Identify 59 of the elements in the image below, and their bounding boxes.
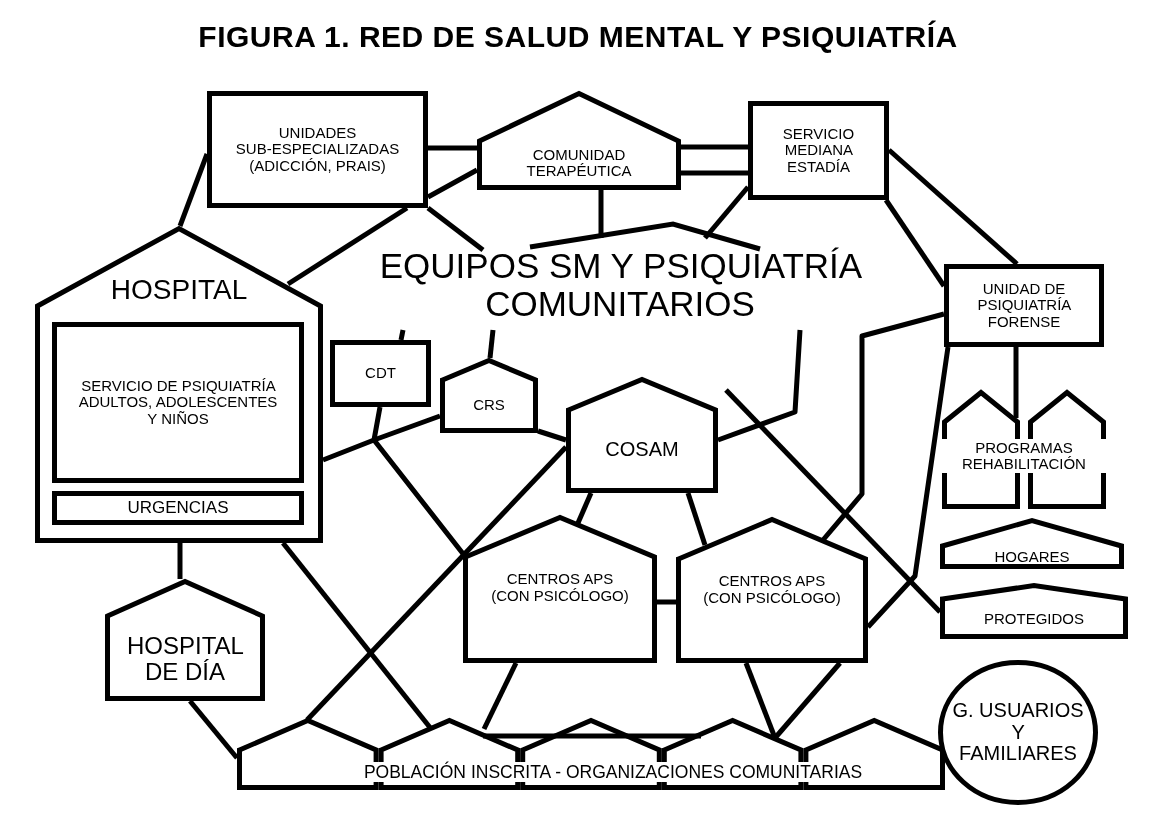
house-shape: [477, 91, 681, 190]
house-shape: [105, 579, 265, 701]
house-shape: [440, 358, 538, 433]
connector-line: [821, 311, 945, 542]
diagram-title: FIGURA 1. RED DE SALUD MENTAL Y PSIQUIATRÍA: [198, 20, 958, 53]
connector-line: [887, 148, 1019, 266]
connector-line: [1013, 347, 1019, 418]
node-label: UNIDAD DE PSIQUIATRÍA FORENSE: [976, 281, 1072, 330]
node-label: CRS: [473, 396, 505, 414]
process-box: [52, 491, 304, 525]
connector-line: [703, 185, 750, 240]
node-label: UNIDADES SUB-ESPECIALIZADAS (ADICCIÓN, PRAIS): [234, 125, 401, 174]
house-shape: [676, 517, 868, 663]
connector-line: [428, 145, 477, 151]
node-label: G. USUARIOS Y FAMILIARES: [952, 700, 1084, 765]
connector-line: [322, 413, 441, 463]
node-label: CENTROS APS (CON PSICÓLOGO): [702, 573, 842, 606]
node-label: COSAM: [605, 439, 679, 461]
house-shape: [463, 515, 657, 663]
connector-line: [305, 445, 568, 722]
process-box: [330, 340, 431, 407]
process-box: [207, 91, 428, 208]
node-label: CDT: [365, 365, 396, 382]
node-label: EQUIPOS SM Y PSIQUIATRÍA COMUNITARIOS: [378, 247, 862, 323]
node-label: PROTEGIDOS: [984, 610, 1084, 628]
house-shape: [940, 583, 1128, 639]
connector-line: [398, 329, 406, 341]
connector-line: [575, 492, 594, 524]
connector-line: [685, 492, 708, 546]
house-shape: [566, 377, 718, 493]
connector-line: [487, 329, 496, 359]
node-label: PROGRAMAS REHABILITACIÓN: [942, 438, 1106, 474]
node-label: SERVICIO DE PSIQUIATRÍA ADULTOS, ADOLESCENTES Y NIÑOS: [77, 378, 279, 427]
node-label: HOSPITAL DE DÍA: [126, 632, 244, 685]
connector-line: [426, 167, 479, 200]
connector-line: [537, 428, 567, 443]
process-box: [748, 101, 889, 200]
connector-line: [657, 599, 676, 605]
node-label: SERVICIO MEDIANA ESTADÍA: [781, 126, 856, 175]
process-box: [944, 264, 1104, 347]
connector-line: [681, 144, 748, 150]
connector-line: [724, 388, 942, 614]
connector-line: [598, 190, 604, 238]
connector-line: [866, 346, 951, 629]
process-box: [52, 322, 304, 483]
connector-line: [177, 543, 183, 579]
node-label: URGENCIAS: [127, 498, 229, 518]
connector-line: [681, 170, 748, 176]
connector-line: [773, 661, 842, 740]
node-label: CENTROS APS (CON PSICÓLOGO): [490, 571, 630, 604]
connector-line: [717, 329, 803, 443]
house-shape: [35, 226, 323, 543]
connector-line: [426, 206, 485, 252]
node-label: HOSPITAL: [110, 274, 248, 306]
node-label: COMUNIDAD TERAPÉUTICA: [525, 146, 633, 180]
house-shape: [940, 518, 1124, 569]
connector-line: [188, 699, 239, 760]
node-label: HOGARES: [994, 548, 1070, 566]
connector-line: [481, 661, 519, 731]
